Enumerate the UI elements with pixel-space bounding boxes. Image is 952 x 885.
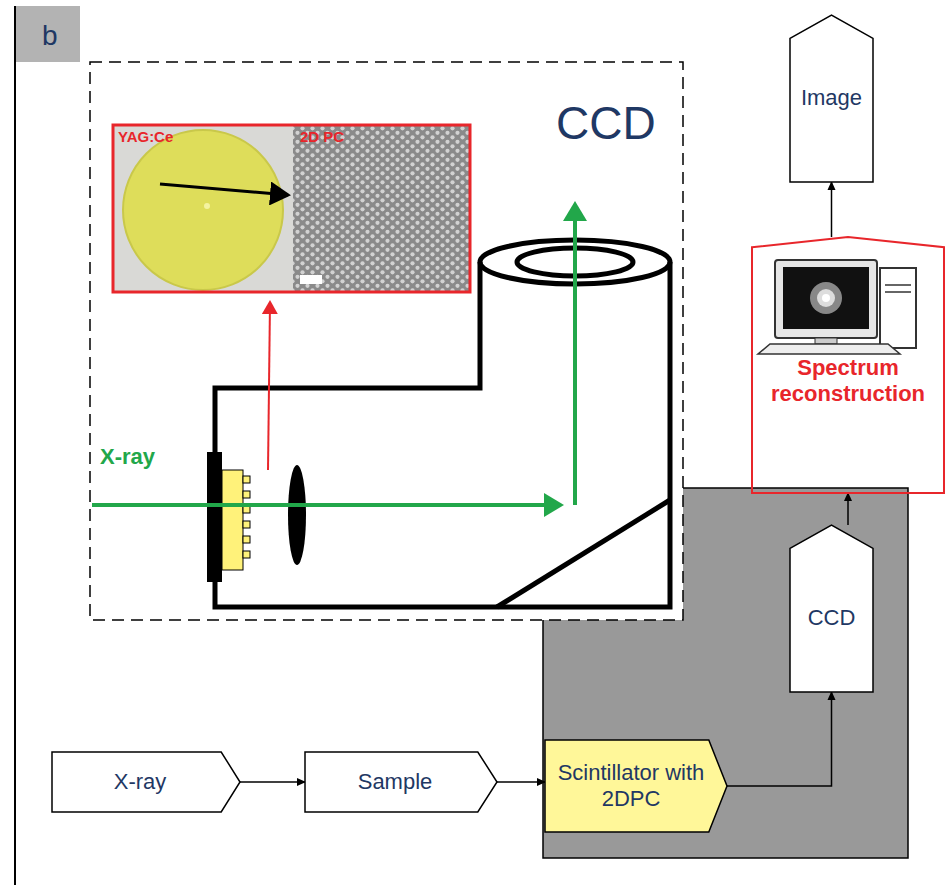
scale-bar: [300, 275, 322, 284]
box-text: Image: [801, 85, 862, 111]
box-text: Sample: [358, 769, 433, 795]
panel-letter: b: [42, 21, 58, 52]
lens: [288, 465, 306, 565]
camera-housing: [215, 240, 670, 607]
inset-frame: [113, 125, 470, 292]
beam-label: X-ray: [100, 445, 155, 469]
process-box: CCD: [790, 525, 873, 692]
photo-bg: [113, 125, 293, 292]
part-name: CCD: [556, 98, 656, 149]
pc-teeth: [243, 476, 250, 558]
box-text: X-ray: [114, 769, 167, 795]
input-box: X-ray: [52, 752, 240, 812]
process-box: Spectrum reconstruction: [752, 237, 944, 493]
flow-arrow: [847, 493, 849, 525]
yag-disc: [123, 130, 283, 290]
process-box: Scintillator with 2DPC: [545, 740, 727, 832]
flow-arrow: [497, 781, 545, 783]
zoom-box: [90, 62, 683, 620]
flow-arrow: [831, 182, 833, 237]
output-box: Image: [790, 15, 873, 182]
leader-line: [268, 302, 270, 470]
zoom-arrow: [160, 184, 288, 195]
window-plate: [207, 452, 222, 582]
panel-rule: [14, 6, 16, 885]
flow-arrow: [727, 692, 832, 786]
computer-icon: [758, 260, 916, 354]
scintillator-layer: [222, 470, 243, 570]
part-name: YAG:Ce: [118, 129, 173, 146]
pc-micrograph: [293, 125, 470, 292]
disc-dot: [204, 203, 210, 209]
beam: [573, 205, 577, 505]
beam: [92, 503, 560, 507]
box-text: Scintillator with 2DPC: [549, 760, 713, 813]
part-name: 2D PC: [300, 129, 344, 146]
input-box: Sample: [305, 752, 497, 812]
box-text: Spectrum reconstruction: [756, 355, 940, 408]
flow-arrow: [240, 781, 305, 783]
box-text: CCD: [808, 605, 856, 631]
panel-tag: [14, 6, 80, 62]
